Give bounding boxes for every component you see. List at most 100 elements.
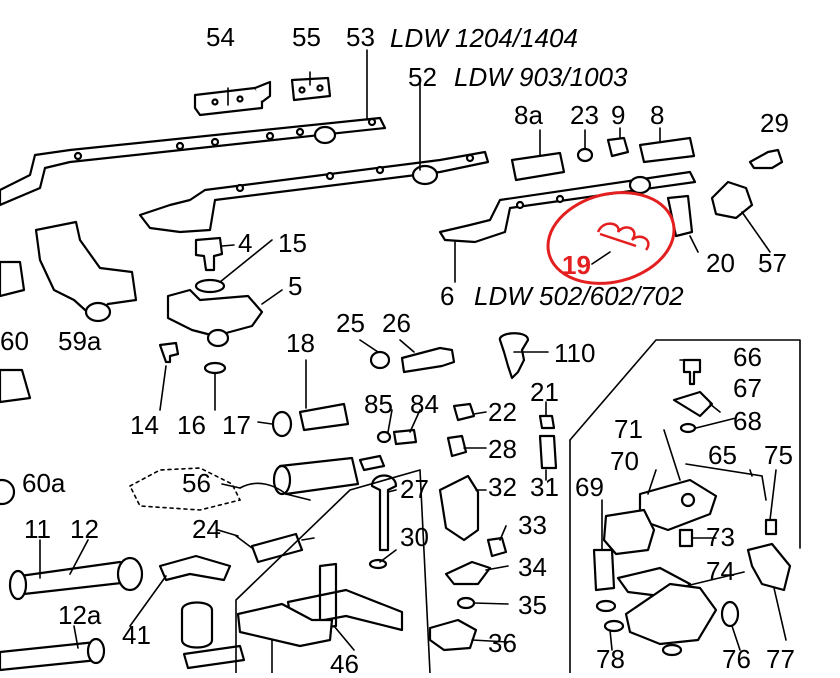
part-label-27: 27 — [400, 474, 429, 504]
shaft-12a — [0, 640, 100, 672]
washer-35 — [456, 596, 476, 610]
part-label-8: 8 — [650, 100, 664, 130]
part-label-77: 77 — [766, 644, 795, 673]
pin-73 — [678, 528, 694, 548]
shaft-12 — [18, 560, 132, 596]
washer-85 — [376, 430, 392, 444]
nut-9 — [606, 136, 630, 158]
spring-19 — [596, 222, 650, 251]
part-label-46: 46 — [330, 649, 359, 673]
part-label-12a: 12a — [58, 600, 102, 630]
rod-65 — [685, 463, 767, 501]
part-label-15: 15 — [278, 228, 307, 258]
bolt-26 — [400, 346, 456, 374]
nut-25 — [369, 350, 391, 370]
washer-23 — [576, 147, 594, 163]
washer-30 — [368, 558, 388, 570]
part-label-60a: 60a — [22, 468, 66, 498]
lever-57 — [710, 180, 754, 220]
part-label-36: 36 — [488, 628, 517, 658]
model-label-top: LDW 1204/1404 — [390, 23, 578, 53]
part-label-74: 74 — [706, 556, 735, 586]
part-label-11: 11 — [24, 514, 51, 544]
part-label-60: 60 — [0, 326, 29, 356]
part-label-34: 34 — [518, 552, 547, 582]
support-59a — [34, 220, 138, 320]
part-label-21: 21 — [530, 377, 559, 407]
part-label-24: 24 — [192, 514, 221, 544]
nut-21 — [538, 414, 556, 430]
fitting-69 — [592, 548, 616, 592]
part-label-16: 16 — [177, 410, 206, 440]
fitting-28 — [446, 434, 468, 458]
part-label-70: 70 — [610, 446, 639, 476]
model-labels: LDW 1204/1404 LDW 903/1003 LDW 502/602/7… — [390, 23, 684, 311]
part-label-32: 32 — [488, 472, 517, 502]
part-label-75: 75 — [764, 440, 793, 470]
bracket-5 — [166, 288, 264, 338]
part-number-labels: 54 55 53 52 8a 23 9 8 29 4 15 5 20 57 6 … — [0, 22, 795, 678]
bolt-27 — [370, 474, 398, 552]
rod-53 — [0, 116, 387, 207]
cylinder-56 — [278, 456, 360, 496]
part-label-53: 53 — [346, 22, 375, 52]
part-label-59a: 59a — [58, 326, 102, 356]
part-label-56: 56 — [182, 468, 211, 498]
bracket-8 — [638, 136, 696, 164]
leader-lines — [39, 49, 801, 674]
part-label-9: 9 — [611, 100, 625, 130]
bracket-70 — [602, 508, 656, 556]
part-label-67: 67 — [733, 373, 762, 403]
part-label-29: 29 — [760, 108, 789, 138]
lever-67 — [672, 390, 714, 418]
bracket-32 — [438, 474, 480, 542]
bracket-77 — [746, 542, 792, 592]
part-label-19-highlighted: 19 — [562, 250, 591, 280]
ring-60a — [0, 478, 16, 506]
part-drawings — [0, 76, 792, 672]
part-label-26: 26 — [382, 308, 411, 338]
washer-78 — [595, 599, 617, 613]
part-label-33: 33 — [518, 510, 547, 540]
highlight-ellipse — [546, 191, 676, 285]
part-label-25: 25 — [336, 308, 365, 338]
part-label-28: 28 — [488, 434, 517, 464]
part-label-55: 55 — [292, 22, 321, 52]
part-label-18: 18 — [286, 328, 315, 358]
screw-14 — [158, 341, 180, 364]
bolt-84 — [392, 428, 418, 446]
spring-31 — [538, 434, 558, 470]
part-label-41: 41 — [122, 620, 151, 650]
part-label-14: 14 — [130, 410, 159, 440]
spring-24 — [250, 532, 304, 564]
bolt-29 — [748, 148, 784, 170]
part-label-20: 20 — [706, 248, 735, 278]
part-label-22: 22 — [488, 397, 517, 427]
ring-11 — [8, 569, 28, 601]
part-label-30: 30 — [400, 522, 429, 552]
bushing — [180, 601, 214, 649]
part-label-73: 73 — [706, 522, 735, 552]
nut-33 — [486, 536, 508, 558]
part-label-54: 54 — [206, 22, 235, 52]
link-41 — [158, 554, 232, 582]
part-label-71: 71 — [614, 414, 643, 444]
pin-75 — [764, 518, 778, 536]
part-label-4: 4 — [238, 228, 252, 258]
bracket-54 — [193, 80, 272, 117]
rod-52 — [138, 150, 490, 234]
part-label-8a: 8a — [514, 100, 543, 130]
bolt-18 — [298, 402, 350, 432]
part-label-5: 5 — [288, 271, 302, 301]
part-label-110: 110 — [554, 338, 595, 368]
bolt-4 — [194, 236, 224, 272]
part-label-84: 84 — [410, 389, 439, 419]
washer-16 — [203, 361, 227, 375]
lever-34 — [444, 560, 492, 586]
screw-66 — [682, 358, 702, 386]
group-frame — [569, 339, 801, 549]
part-label-65: 65 — [708, 440, 737, 470]
plate-76 — [624, 582, 718, 646]
model-label-bottom: LDW 502/602/702 — [474, 281, 684, 311]
